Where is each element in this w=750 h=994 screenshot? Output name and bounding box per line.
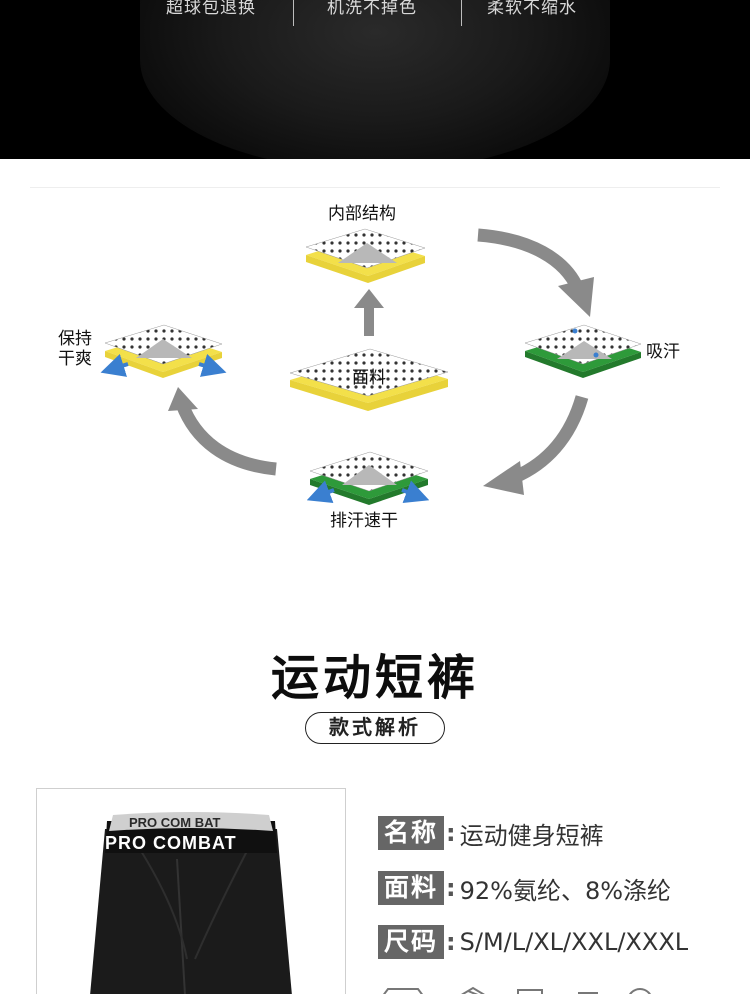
spec-row-fabric: 面料 : 92%氨纶、8%涤纶 [378,870,671,906]
layer-fabric [289,348,449,411]
banner-separator [461,0,462,26]
spec-label: 尺码 [378,925,445,959]
product-photo: PRO COM BAT PRO COMBAT [36,788,346,994]
fabric-structure-diagram: 内部结构 面料 吸汗 排汗速干 保持 干爽 [0,159,750,589]
care-icons-cropped [378,982,678,994]
banner-shirt-image [140,0,610,159]
label-keep-dry-line1: 保持 [58,329,92,349]
spec-value: S/M/L/XL/XXL/XXXL [459,928,689,956]
spec-colon: : [446,819,456,847]
label-absorb: 吸汗 [646,342,680,362]
spec-row-name: 名称 : 运动健身短裤 [378,815,604,851]
cycle-arrow-right-bottom [483,395,589,495]
waistband-text-top: PRO COM BAT [129,815,221,830]
cycle-arrow-right-top [477,228,594,317]
spec-row-size: 尺码 : S/M/L/XL/XXL/XXXL [378,924,688,960]
label-keep-dry-line2: 干爽 [58,349,92,369]
up-arrow [354,289,384,336]
layer-keep-dry [100,324,227,378]
spec-label: 名称 [378,816,445,850]
section-title: 运动短裤 [270,650,479,706]
banner-separator [293,0,294,26]
section-subtitle: 款式解析 [305,712,445,744]
label-internal-structure: 内部结构 [328,204,396,224]
waistband-text-bottom: PRO COMBAT [105,833,237,853]
top-banner: 超球包退换 机洗不掉色 柔软不缩水 [0,0,750,159]
divider [30,187,720,188]
label-fabric: 面料 [352,368,386,388]
spec-value: 运动健身短裤 [459,821,604,850]
spec-colon: : [446,928,456,956]
cycle-arrow-left [168,387,277,476]
shorts-image: PRO COM BAT PRO COMBAT [90,812,292,994]
spec-colon: : [446,874,456,902]
banner-feature-3: 柔软不缩水 [487,0,577,15]
spec-label: 面料 [378,871,445,905]
spec-value: 92%氨纶、8%涤纶 [459,876,672,905]
diagram-graphic [100,228,642,505]
layer-absorb [524,324,642,378]
layer-quick-dry [306,451,430,505]
label-quick-dry: 排汗速干 [330,511,398,531]
banner-feature-2: 机洗不掉色 [327,0,417,15]
layer-internal [305,228,426,283]
banner-feature-1: 超球包退换 [166,0,256,15]
